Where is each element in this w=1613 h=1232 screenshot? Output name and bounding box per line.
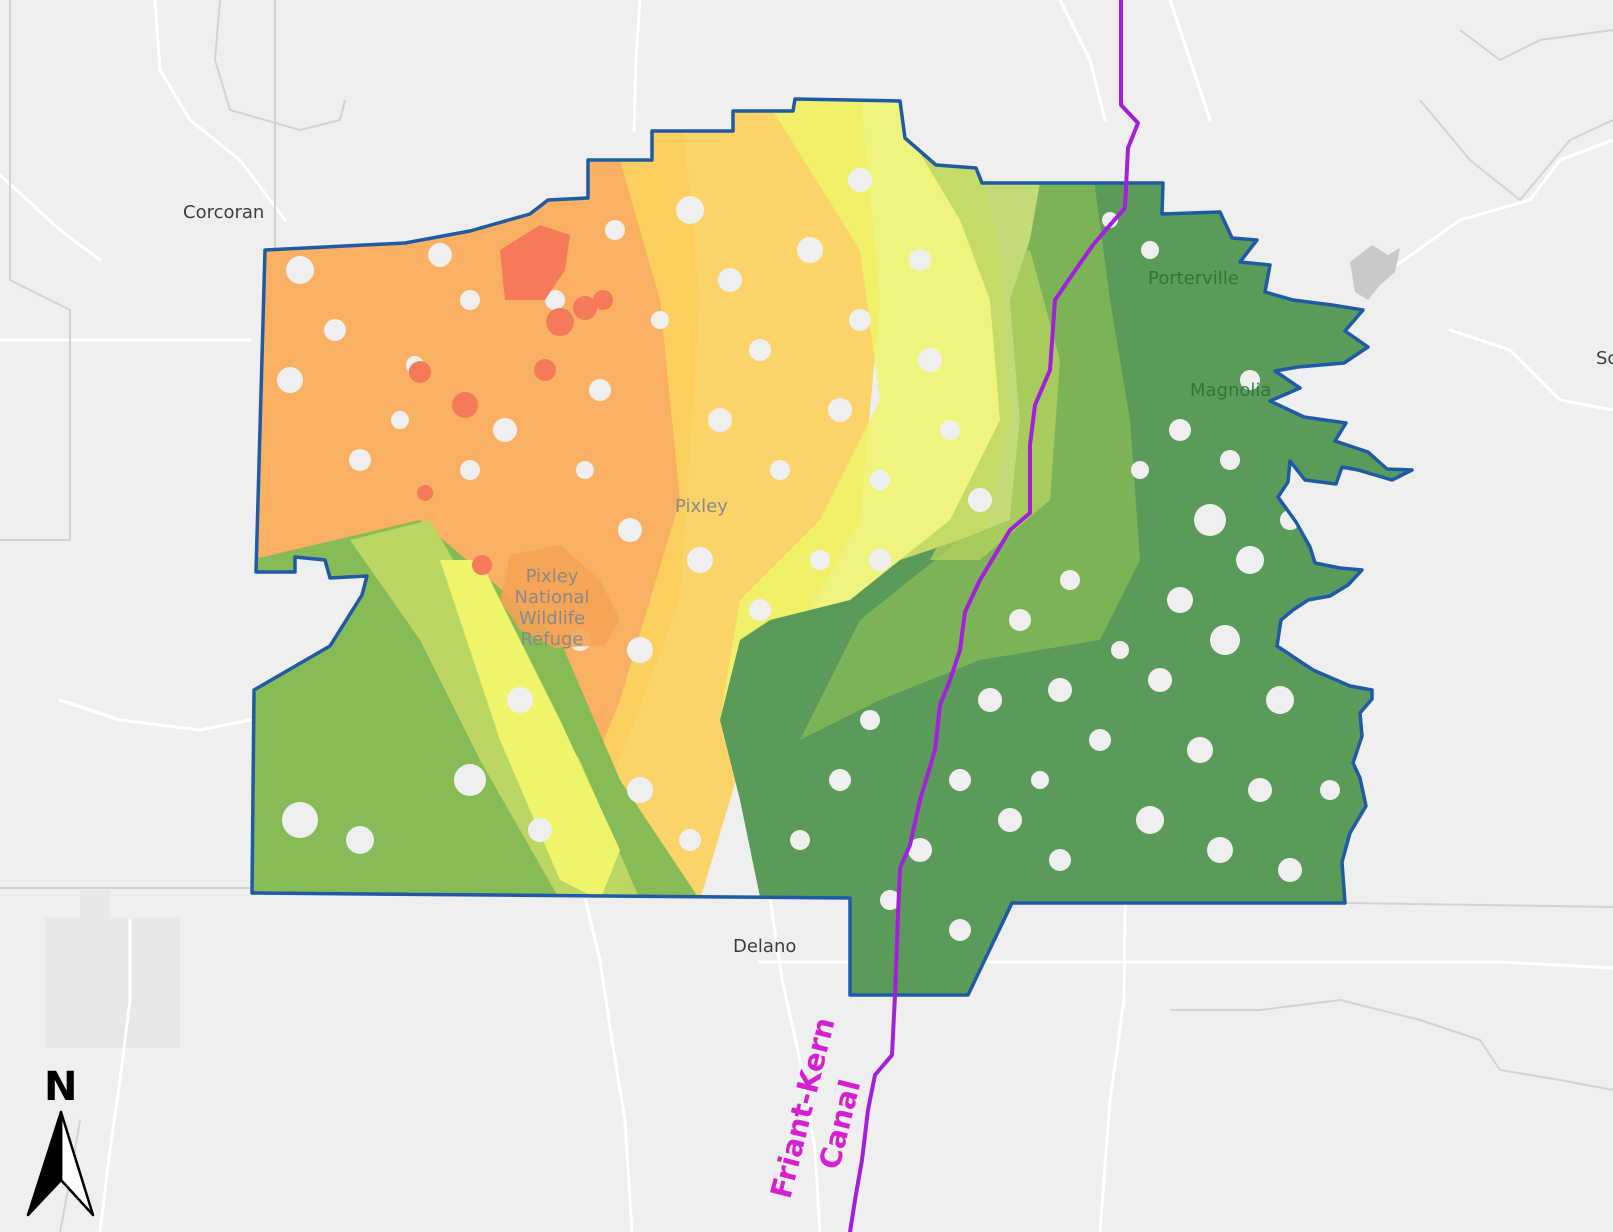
place-label-delano: Delano xyxy=(733,936,796,957)
place-label-pixley: Pixley xyxy=(675,496,728,517)
north-arrow-icon xyxy=(26,1110,95,1217)
place-label-corcoran: Corcoran xyxy=(183,202,264,223)
study-area-boundary[interactable] xyxy=(250,97,1414,997)
basemap-patches xyxy=(45,890,180,1048)
north-arrow: N xyxy=(26,1064,95,1217)
place-label-porterville: Porterville xyxy=(1148,268,1239,289)
friant-kern-canal-line[interactable] xyxy=(848,0,1140,1232)
place-label-edge: Sc xyxy=(1596,348,1613,369)
reservoir-shape xyxy=(1350,245,1400,300)
suitability-region xyxy=(252,99,1412,995)
place-label-refuge: Pixley National Wildlife Refuge xyxy=(514,566,589,650)
refuge-label-line2: National xyxy=(514,587,589,608)
north-letter: N xyxy=(44,1064,77,1110)
refuge-label-line4: Refuge xyxy=(520,629,583,650)
place-label-magnolia: Magnolia xyxy=(1190,380,1271,401)
refuge-label-line1: Pixley xyxy=(526,566,579,587)
refuge-label-line3: Wildlife xyxy=(519,608,585,629)
